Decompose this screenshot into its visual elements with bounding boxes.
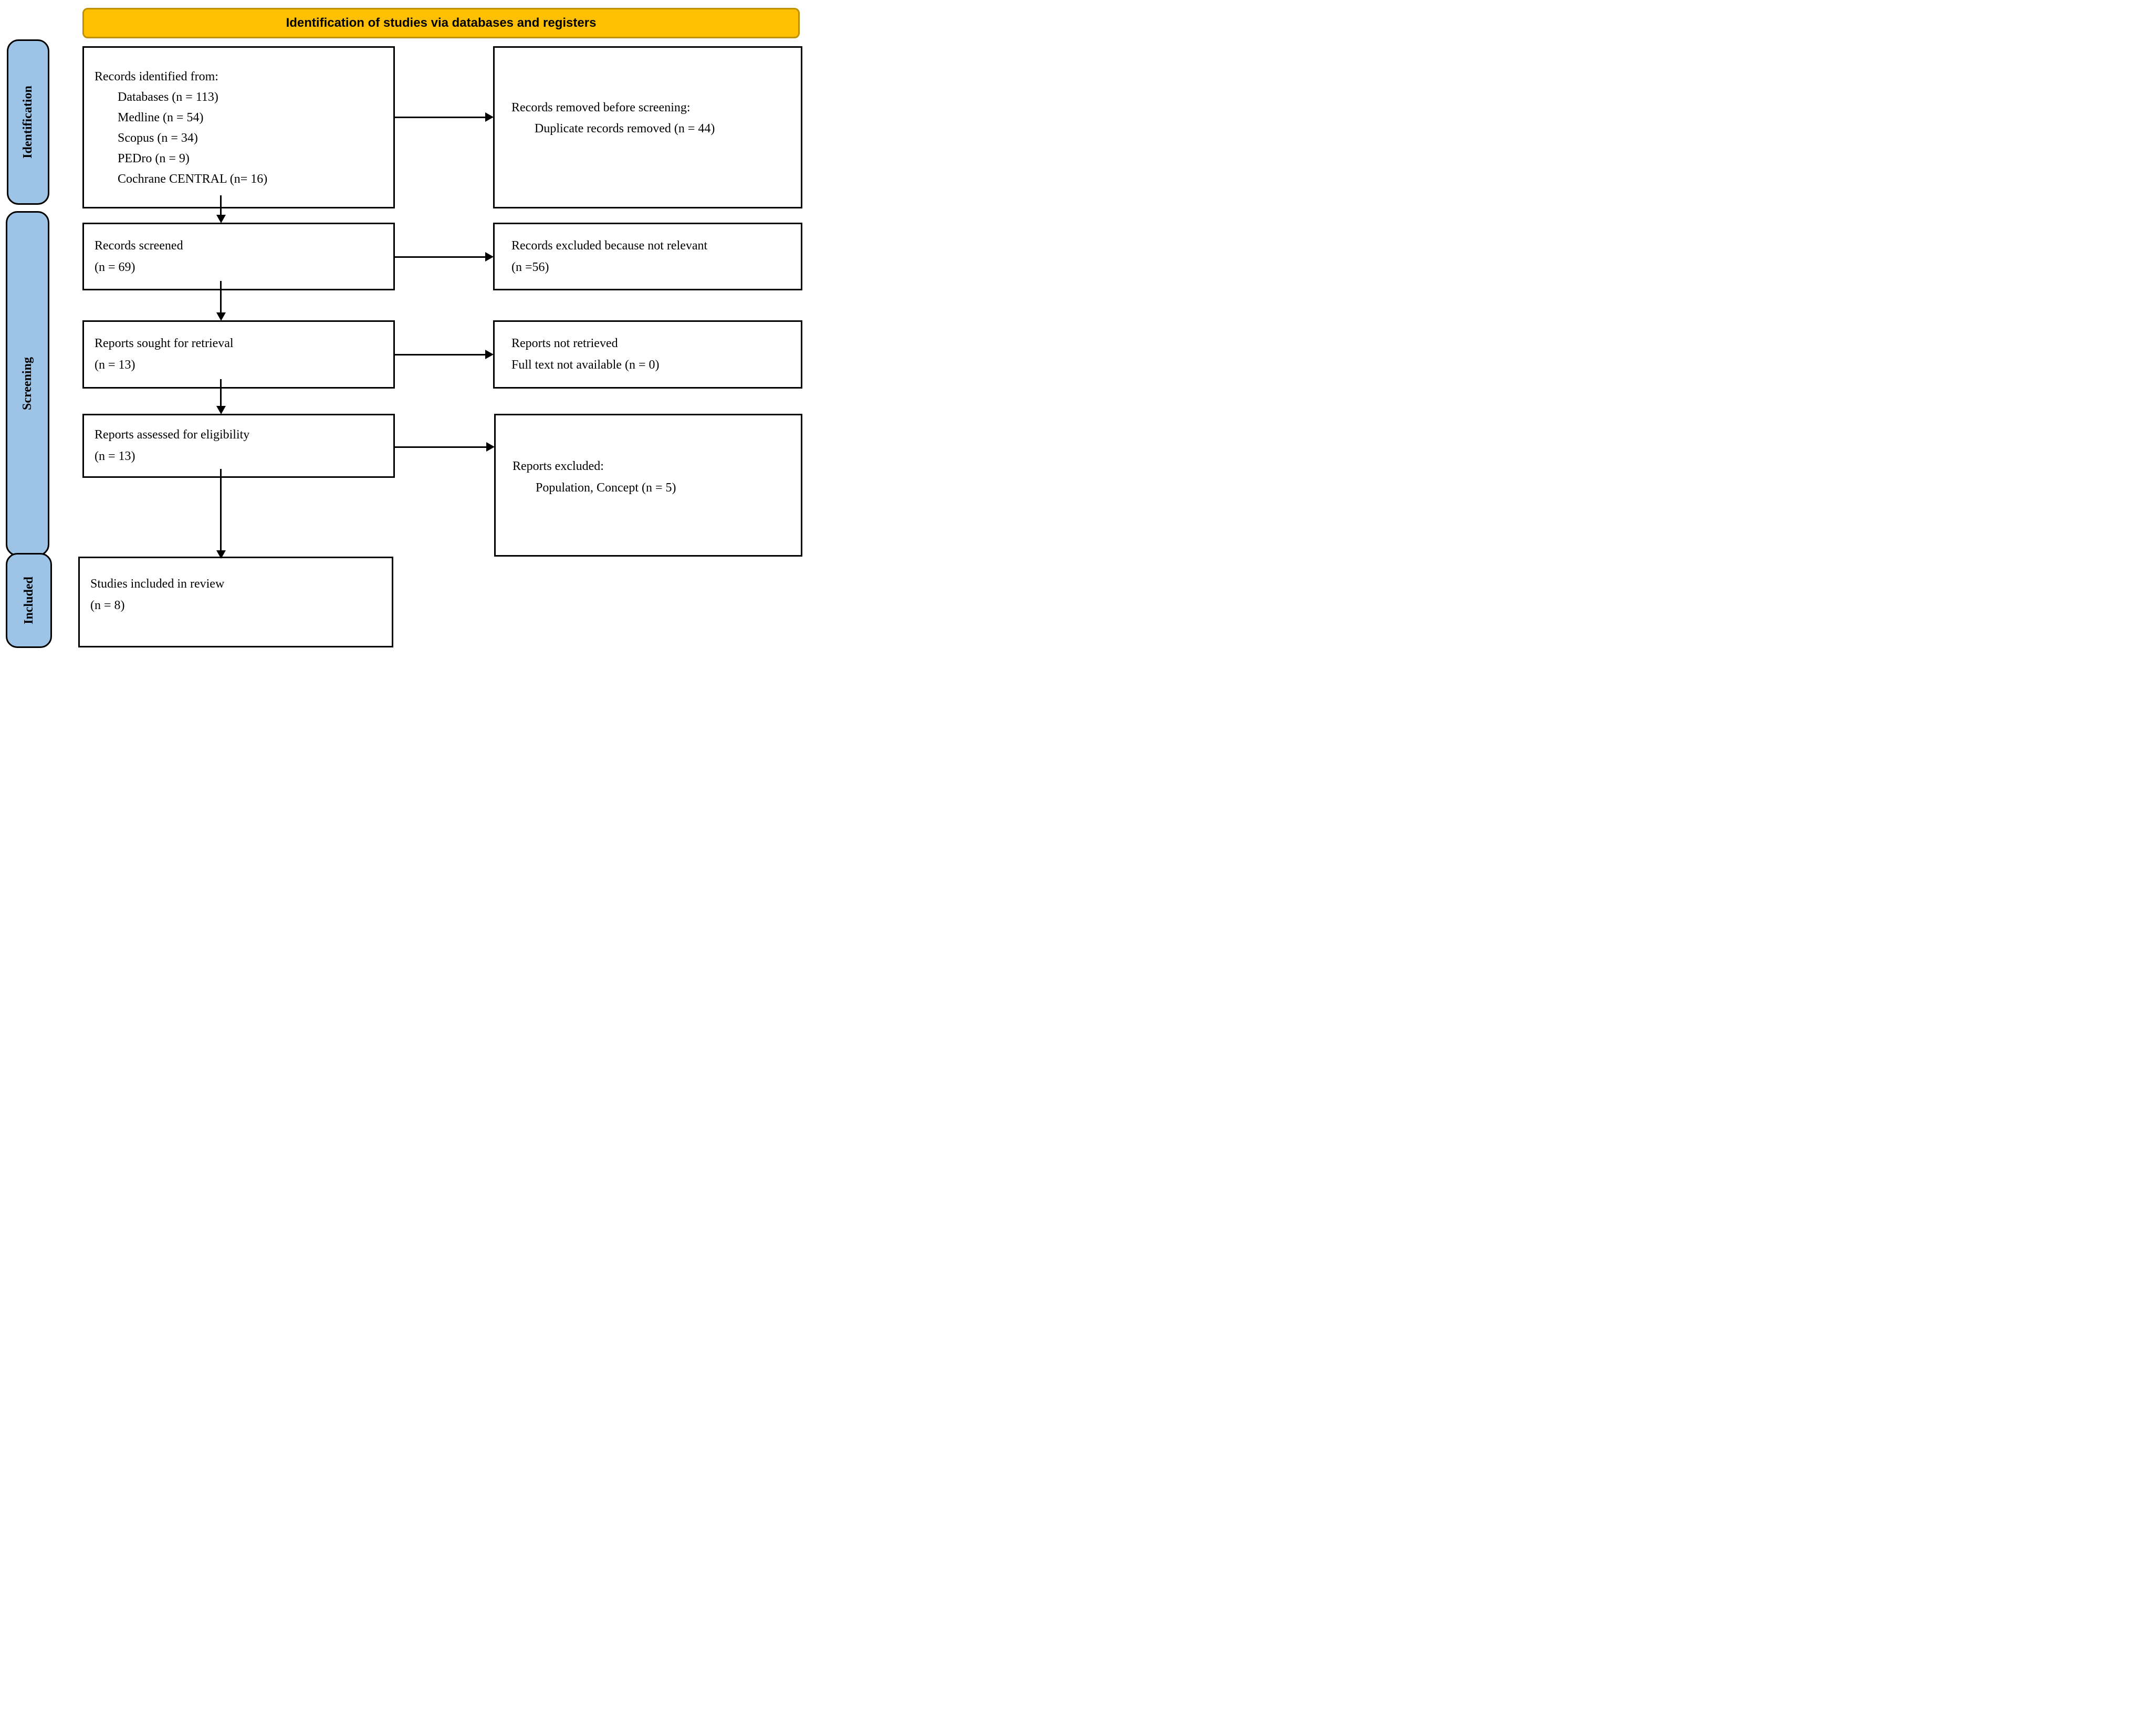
arrowhead-right-icon — [485, 350, 494, 359]
arrowhead-right-icon — [486, 442, 495, 452]
box-records-removed-before-screening: Records removed before screening: Duplic… — [493, 46, 802, 208]
connector-line-sought-to-notretrieved — [394, 354, 486, 355]
connector-line-assessed-to-included — [220, 469, 222, 551]
arrowhead-right-icon — [485, 252, 494, 262]
box-reports-sought: Reports sought for retrieval (n = 13) — [82, 320, 395, 389]
box-studies-included: Studies included in review (n = 8) — [78, 557, 393, 647]
stage-label-included: Included — [22, 577, 36, 624]
box-reports-not-retrieved: Reports not retrieved Full text not avai… — [493, 320, 802, 389]
box-heading: Records identified from: — [95, 70, 218, 83]
arrowhead-down-icon — [216, 550, 226, 559]
stage-label-screening: Screening — [20, 357, 35, 410]
stage-bar-identification: Identification — [7, 39, 49, 205]
connector-line-identified-to-screened — [220, 195, 222, 216]
arrowhead-down-icon — [216, 215, 226, 223]
reason-item: Duplicate records removed (n = 44) — [535, 121, 715, 135]
box-heading: Records screened — [95, 238, 183, 253]
box-records-excluded: Records excluded because not relevant (n… — [493, 223, 802, 290]
box-heading: Records removed before screening: — [511, 100, 691, 114]
source-item: Medline (n = 54) — [118, 111, 204, 124]
box-reports-assessed: Reports assessed for eligibility (n = 13… — [82, 414, 395, 478]
box-count: (n =56) — [511, 260, 549, 274]
box-reports-excluded: Reports excluded: Population, Concept (n… — [494, 414, 802, 557]
box-count: (n = 13) — [95, 358, 135, 372]
arrowhead-down-icon — [216, 312, 226, 321]
source-item: Cochrane CENTRAL (n= 16) — [118, 172, 268, 186]
prisma-flow-diagram: Identification of studies via databases … — [0, 0, 811, 654]
connector-line-identified-to-removed — [394, 117, 486, 118]
box-heading: Reports excluded: — [513, 459, 604, 473]
connector-line-screened-to-excluded — [394, 256, 486, 258]
box-heading: Records excluded because not relevant — [511, 238, 708, 253]
box-heading: Reports assessed for eligibility — [95, 428, 250, 442]
stage-bar-included: Included — [6, 553, 52, 648]
box-count: (n = 13) — [95, 449, 135, 463]
box-heading: Reports not retrieved — [511, 337, 618, 350]
banner: Identification of studies via databases … — [82, 8, 800, 38]
arrowhead-down-icon — [216, 406, 226, 414]
box-count: Full text not available (n = 0) — [511, 358, 660, 372]
box-count: (n = 69) — [95, 260, 135, 274]
box-count: (n = 8) — [90, 598, 125, 612]
box-records-screened: Records screened (n = 69) — [82, 223, 395, 290]
connector-line-sought-to-assessed — [220, 379, 222, 407]
arrowhead-right-icon — [485, 112, 494, 122]
stage-label-identification: Identification — [21, 86, 35, 159]
connector-line-assessed-to-reports-excluded — [394, 446, 487, 448]
source-item: Scopus (n = 34) — [118, 131, 198, 145]
stage-bar-screening: Screening — [6, 211, 49, 556]
banner-title: Identification of studies via databases … — [286, 16, 597, 30]
source-item: Databases (n = 113) — [118, 90, 218, 104]
reason-item: Population, Concept (n = 5) — [536, 481, 676, 495]
box-heading: Studies included in review — [90, 577, 225, 591]
box-heading: Reports sought for retrieval — [95, 337, 234, 350]
source-item: PEDro (n = 9) — [118, 152, 190, 165]
connector-line-screened-to-sought — [220, 281, 222, 313]
box-records-identified: Records identified from: Databases (n = … — [82, 46, 395, 208]
